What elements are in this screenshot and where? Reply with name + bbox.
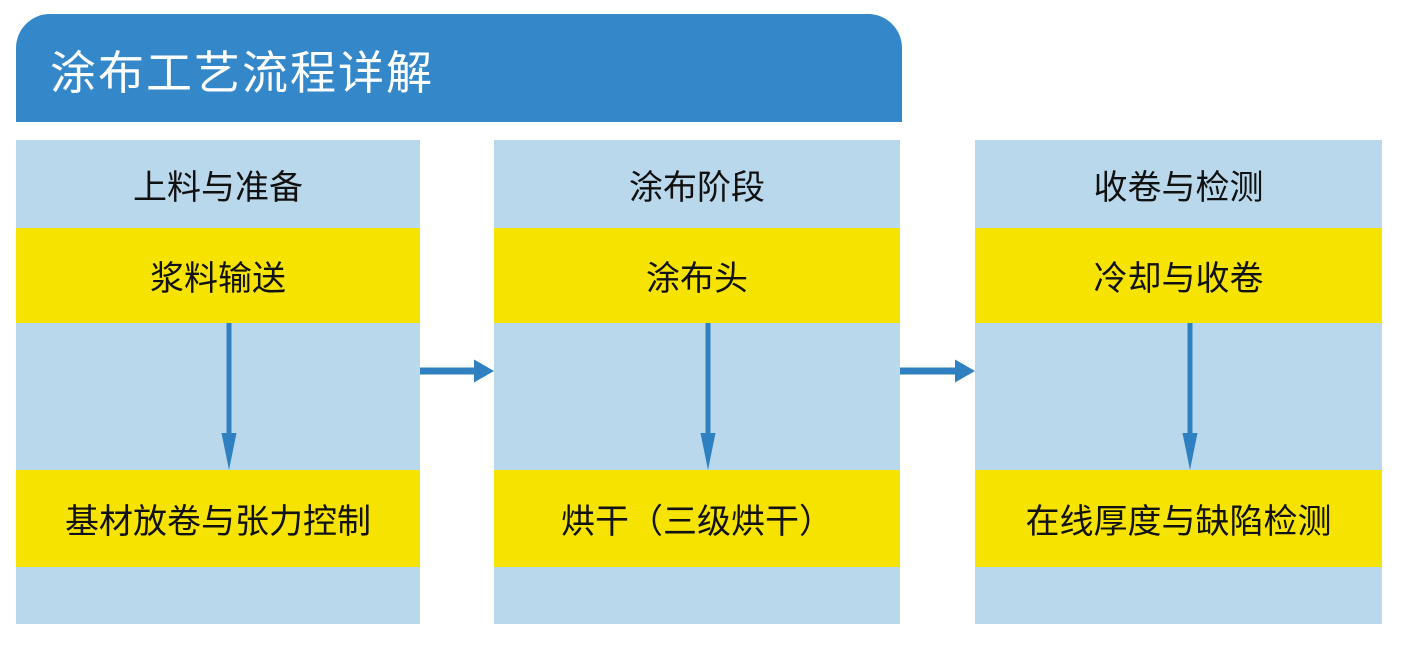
arrow-band xyxy=(16,323,420,470)
step-highlight: 涂布头 xyxy=(494,228,900,323)
stage-column-winding: 收卷与检测 冷却与收卷 在线厚度与缺陷检测 xyxy=(975,140,1382,624)
arrow-band xyxy=(494,323,900,470)
header-banner: 涂布工艺流程详解 xyxy=(16,14,902,122)
stage-title: 收卷与检测 xyxy=(1093,168,1264,207)
arrow-band xyxy=(975,323,1382,470)
page-title: 涂布工艺流程详解 xyxy=(50,47,434,99)
step-highlight: 烘干（三级烘干） xyxy=(494,470,900,567)
step-highlight: 浆料输送 xyxy=(16,228,420,323)
panel-footer xyxy=(16,567,420,624)
right-arrow-icon xyxy=(900,359,975,383)
step-highlight: 基材放卷与张力控制 xyxy=(16,470,420,567)
stage-column-loading: 上料与准备 浆料输送 基材放卷与张力控制 xyxy=(16,140,420,624)
stage-column-coating: 涂布阶段 涂布头 烘干（三级烘干） xyxy=(494,140,900,624)
down-arrow-icon xyxy=(221,323,237,470)
down-arrow-icon xyxy=(1182,323,1197,470)
panel-footer xyxy=(975,567,1382,624)
panel-footer xyxy=(494,567,900,624)
stage-title: 上料与准备 xyxy=(133,168,303,207)
right-arrow-icon xyxy=(420,359,494,383)
down-arrow-icon xyxy=(700,323,716,470)
stage-title: 涂布阶段 xyxy=(629,168,765,207)
step-highlight: 冷却与收卷 xyxy=(975,228,1382,323)
step-highlight: 在线厚度与缺陷检测 xyxy=(975,470,1382,567)
